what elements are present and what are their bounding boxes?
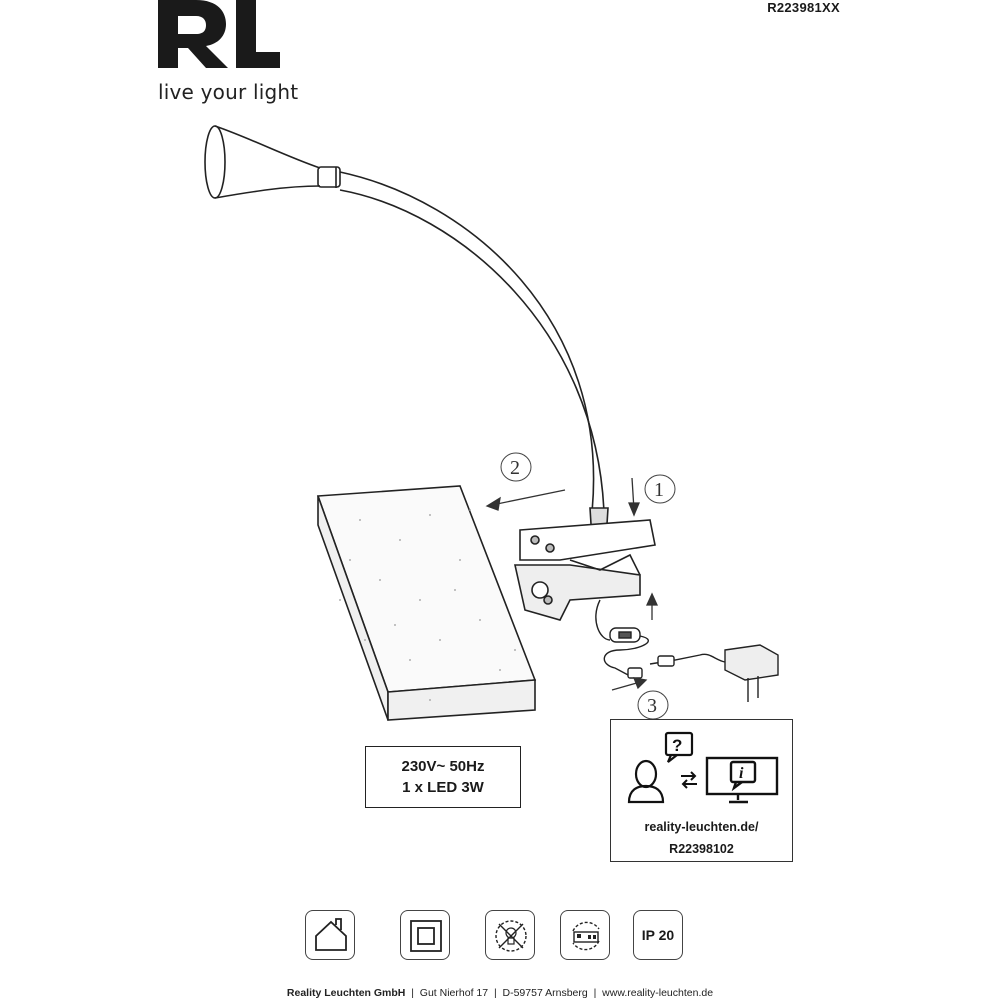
gooseneck-arm (339, 171, 605, 513)
symbol-indoor (305, 910, 355, 960)
footer-separator: | (411, 987, 414, 999)
symbol-led-not-replaceable (485, 910, 535, 960)
product-code: R223981XX (767, 0, 840, 15)
footer-website[interactable]: www.reality-leuchten.de (602, 987, 714, 999)
step-3-label: 3 (647, 695, 657, 717)
info-url[interactable]: reality-leuchten.de/ (644, 820, 759, 834)
footer-city: D-59757 Arnsberg (502, 987, 588, 999)
brand-tagline: live your light (158, 80, 299, 104)
exchange-arrows-icon (681, 771, 697, 789)
step-1-label: 1 (654, 479, 664, 501)
person-question-icon: ? (627, 731, 694, 804)
brand-logo: live your light (150, 0, 298, 110)
step-labels: 2 1 3 (500, 452, 676, 720)
led-not-replaceable-icon (495, 920, 527, 952)
spec-led: 1 x LED 3W (402, 779, 484, 796)
electrical-spec-box: 230V~ 50Hz 1 x LED 3W (365, 746, 521, 808)
monitor-info-icon: i (705, 756, 779, 804)
spec-voltage: 230V~ 50Hz (401, 758, 485, 775)
power-cable (595, 599, 779, 702)
indoor-use-icon (315, 918, 347, 951)
footer-address: Gut Nierhof 17 (419, 987, 489, 999)
svg-text:i: i (739, 765, 744, 782)
online-info-box: ? i reality-leuchten.de/ R22398102 (610, 719, 793, 862)
info-icons: ? i (627, 731, 779, 804)
footer-separator: | (593, 987, 597, 999)
protection-class-ii-icon (410, 920, 442, 952)
step-arrows (485, 477, 659, 691)
info-product-code: R22398102 (669, 842, 734, 856)
ip-rating-badge: IP 20 (633, 910, 683, 960)
footer-separator: | (493, 987, 497, 999)
symbol-driver-not-replaceable (560, 910, 610, 960)
footer-company: Reality Leuchten GmbH (286, 987, 406, 999)
shelf-board (316, 485, 537, 721)
clamp (514, 507, 656, 621)
lamp-head (204, 125, 341, 199)
footer: Reality Leuchten GmbH | Gut Nierhof 17 |… (0, 987, 1000, 999)
svg-text:?: ? (672, 736, 682, 755)
driver-not-replaceable-icon (572, 921, 600, 951)
symbol-protection-class (400, 910, 450, 960)
step-2-label: 2 (510, 457, 520, 479)
board-texture (339, 509, 516, 701)
rl-logo-mark (158, 0, 280, 68)
